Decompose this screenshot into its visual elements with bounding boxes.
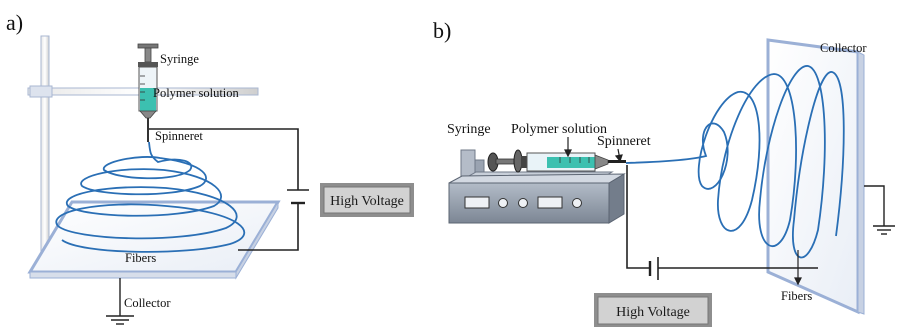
ground-symbol-b <box>864 185 895 235</box>
collector-label-b: Collector <box>820 41 867 55</box>
fiber-spiral-a <box>55 141 245 253</box>
high-voltage-label-a: High Voltage <box>330 194 404 209</box>
collector-plate-b <box>766 38 865 315</box>
fibers-label-a: Fibers <box>125 251 156 265</box>
circuit-wire-b <box>626 165 818 280</box>
panel-a-label: a) <box>6 10 23 35</box>
syringe <box>137 43 159 142</box>
polymer-solution-label-b: Polymer solution <box>511 122 607 137</box>
syringe-b <box>487 149 626 173</box>
collector-plate <box>27 200 281 280</box>
panel-a: a) Syringe Polymer soluti <box>6 10 414 325</box>
high-voltage-label-b: High Voltage <box>616 305 690 320</box>
circuit-wire-a <box>149 128 309 251</box>
fibers-label-b: Fibers <box>781 289 812 303</box>
syringe-label-b: Syringe <box>447 122 491 137</box>
spinneret-label-a: Spinneret <box>155 129 203 143</box>
panel-b: b) <box>433 18 895 327</box>
fibers-arrow <box>794 250 802 286</box>
collector-label-a: Collector <box>124 296 171 310</box>
spinneret-arrow <box>614 148 623 163</box>
high-voltage-box-b: High Voltage <box>594 293 712 327</box>
high-voltage-box-a: High Voltage <box>320 183 414 217</box>
syringe-label-a: Syringe <box>160 52 199 66</box>
fiber-spiral-b <box>625 65 845 259</box>
ground-symbol-a <box>106 278 134 325</box>
polymer-solution-label-a: Polymer solution <box>153 86 240 100</box>
panel-b-label: b) <box>433 18 451 43</box>
spinneret-label-b: Spinneret <box>597 134 651 149</box>
polymer-arrow <box>564 137 572 158</box>
syringe-pump <box>448 149 626 224</box>
